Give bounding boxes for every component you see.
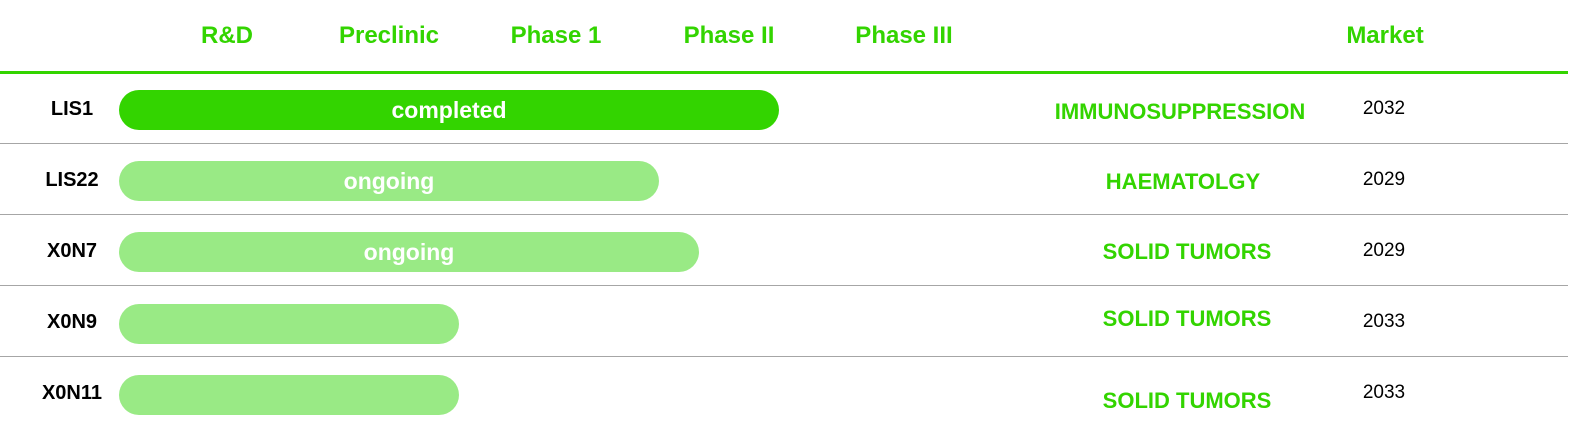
market-year-x0n11: 2033 xyxy=(1362,382,1406,403)
drug-id-x0n11: X0N11 xyxy=(41,382,103,404)
drug-id-x0n9: X0N9 xyxy=(46,311,98,333)
drug-id-x0n7: X0N7 xyxy=(46,240,98,262)
market-year-x0n7: 2029 xyxy=(1362,240,1406,261)
progress-bar-x0n9 xyxy=(119,304,459,344)
progress-bar-lis1: completed xyxy=(119,90,779,130)
header-divider xyxy=(0,71,1568,74)
market-year-lis22: 2029 xyxy=(1362,169,1406,190)
market-header: Market xyxy=(1346,22,1424,49)
indication-x0n7: SOLID TUMORS xyxy=(1102,239,1272,264)
row-divider xyxy=(0,214,1568,215)
stage-header-phase3: Phase III xyxy=(855,22,953,49)
indication-lis1: IMMUNOSUPPRESSION xyxy=(1054,99,1306,124)
row-divider xyxy=(0,285,1568,286)
stage-header-preclinic: Preclinic xyxy=(338,22,440,49)
indication-x0n9: SOLID TUMORS xyxy=(1102,306,1272,331)
row-divider xyxy=(0,143,1568,144)
indication-x0n11: SOLID TUMORS xyxy=(1102,388,1272,413)
stage-header-phase1: Phase 1 xyxy=(510,22,602,49)
stage-header-rd: R&D xyxy=(201,22,253,49)
drug-id-lis1: LIS1 xyxy=(50,98,94,120)
market-year-lis1: 2032 xyxy=(1362,98,1406,119)
bar-label-lis1: completed xyxy=(391,96,507,123)
indication-lis22: HAEMATOLGY xyxy=(1105,169,1261,194)
bar-label-x0n7: ongoing xyxy=(363,238,455,265)
progress-bar-x0n7: ongoing xyxy=(119,232,699,272)
stage-header-phase2: Phase II xyxy=(683,22,775,49)
progress-bar-lis22: ongoing xyxy=(119,161,659,201)
market-year-x0n9: 2033 xyxy=(1362,311,1406,332)
bar-label-lis22: ongoing xyxy=(343,167,435,194)
drug-id-lis22: LIS22 xyxy=(45,169,99,191)
row-divider xyxy=(0,356,1568,357)
progress-bar-x0n11 xyxy=(119,375,459,415)
